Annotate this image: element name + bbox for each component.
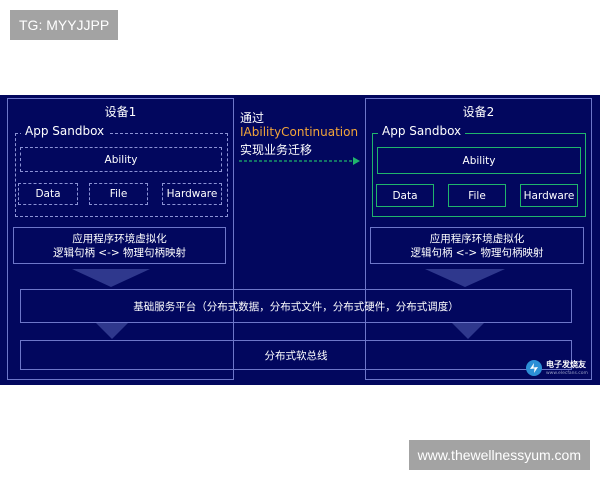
device1-sandbox-label: App Sandbox [21,124,109,138]
device2-frame [365,98,592,380]
device2-env-line1: 应用程序环境虚拟化 [429,232,525,245]
device1-title: 设备1 [104,104,137,119]
watermark-top: TG: MYYJJPP [10,10,119,40]
base-platform-layer: 基础服务平台（分布式数据，分布式文件，分布式硬件，分布式调度） [20,289,572,323]
down-arrow-right-2 [452,323,484,339]
logo-subtext: www.elecfans.com [546,371,588,376]
watermark-bottom: www.thewellnessyum.com [408,440,590,470]
migration-line1: 通过 [240,111,265,125]
logo-text: 电子发烧友 [546,360,586,369]
device2-file-box: File [448,184,506,207]
soft-bus-layer: 分布式软总线 [20,340,572,370]
device1-hardware-box: Hardware [162,183,222,205]
device2-sandbox-label: App Sandbox [378,124,466,138]
device1-env-line2: 逻辑句柄 <-> 物理句柄映射 [52,246,187,259]
migration-line3: 实现业务迁移 [240,143,313,157]
device1-env-line1: 应用程序环境虚拟化 [72,232,167,245]
architecture-diagram: 设备1 App Sandbox Ability Data File Hardwa… [0,95,600,385]
device1-data-box: Data [18,183,78,205]
device1-frame [7,98,234,380]
migration-arrow [239,157,360,165]
device1-env-layer: 应用程序环境虚拟化 逻辑句柄 <-> 物理句柄映射 [13,227,226,264]
elecfans-logo: 电子发烧友 www.elecfans.com [524,356,600,384]
device2-env-line2: 逻辑句柄 <-> 物理句柄映射 [410,246,544,259]
device2-hardware-box: Hardware [520,184,578,207]
device2-sandbox [372,133,586,217]
migration-line2: IAbilityContinuation [240,125,359,139]
down-arrow-left-2 [96,323,128,339]
down-arrow-left-1 [72,269,150,287]
device2-title: 设备2 [462,104,495,119]
device2-data-box: Data [376,184,434,207]
device2-env-layer: 应用程序环境虚拟化 逻辑句柄 <-> 物理句柄映射 [370,227,584,264]
down-arrow-right-1 [425,269,505,287]
device1-file-box: File [89,183,148,205]
device2-ability-box: Ability [377,147,581,174]
device1-ability-box: Ability [20,147,222,172]
logo-icon [526,360,542,376]
arrow-shapes [72,269,505,339]
device1-sandbox [15,133,228,217]
